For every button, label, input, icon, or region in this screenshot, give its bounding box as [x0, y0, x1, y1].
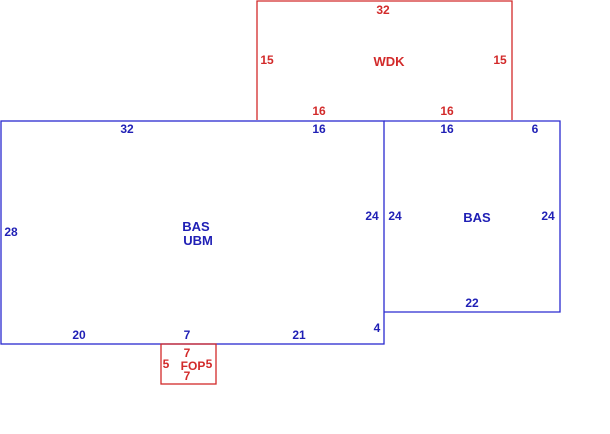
porch-top-dimension: 7 [184, 346, 191, 360]
main-right-dimension: 24 [365, 209, 379, 223]
right-bottom-dimension: 22 [465, 296, 479, 310]
main-left-dimension: 28 [4, 225, 18, 239]
deck-area-code: WDK [373, 54, 405, 69]
right-left-dimension: 24 [388, 209, 402, 223]
deck-top-dimension: 32 [376, 3, 390, 17]
porch-bottom-dimension: 7 [184, 369, 191, 383]
right-area-code: BAS [463, 210, 491, 225]
right-top-right-dimension: 6 [532, 122, 539, 136]
main-step-dimension: 4 [374, 321, 381, 335]
porch-left-dimension: 5 [163, 357, 170, 371]
main-area-code-2: UBM [183, 233, 213, 248]
main-top-left-dimension: 32 [120, 122, 134, 136]
main-bottom-right-dimension: 21 [292, 328, 306, 342]
porch-right-dimension: 5 [206, 357, 213, 371]
right-area-outline [384, 120, 561, 313]
deck-bottom-left-dimension: 16 [312, 104, 326, 118]
porch-outline [160, 343, 217, 385]
main-bottom-mid-dimension: 7 [184, 328, 191, 342]
main-bottom-left-dimension: 20 [72, 328, 86, 342]
right-right-dimension: 24 [541, 209, 555, 223]
main-area-code-1: BAS [182, 219, 210, 234]
deck-bottom-right-dimension: 16 [440, 104, 454, 118]
main-top-right-dimension: 16 [312, 122, 326, 136]
deck-right-dimension: 15 [493, 53, 507, 67]
deck-left-dimension: 15 [260, 53, 274, 67]
deck-outline [256, 0, 513, 120]
right-top-left-dimension: 16 [440, 122, 454, 136]
porch-area-code: FOP [181, 359, 206, 373]
